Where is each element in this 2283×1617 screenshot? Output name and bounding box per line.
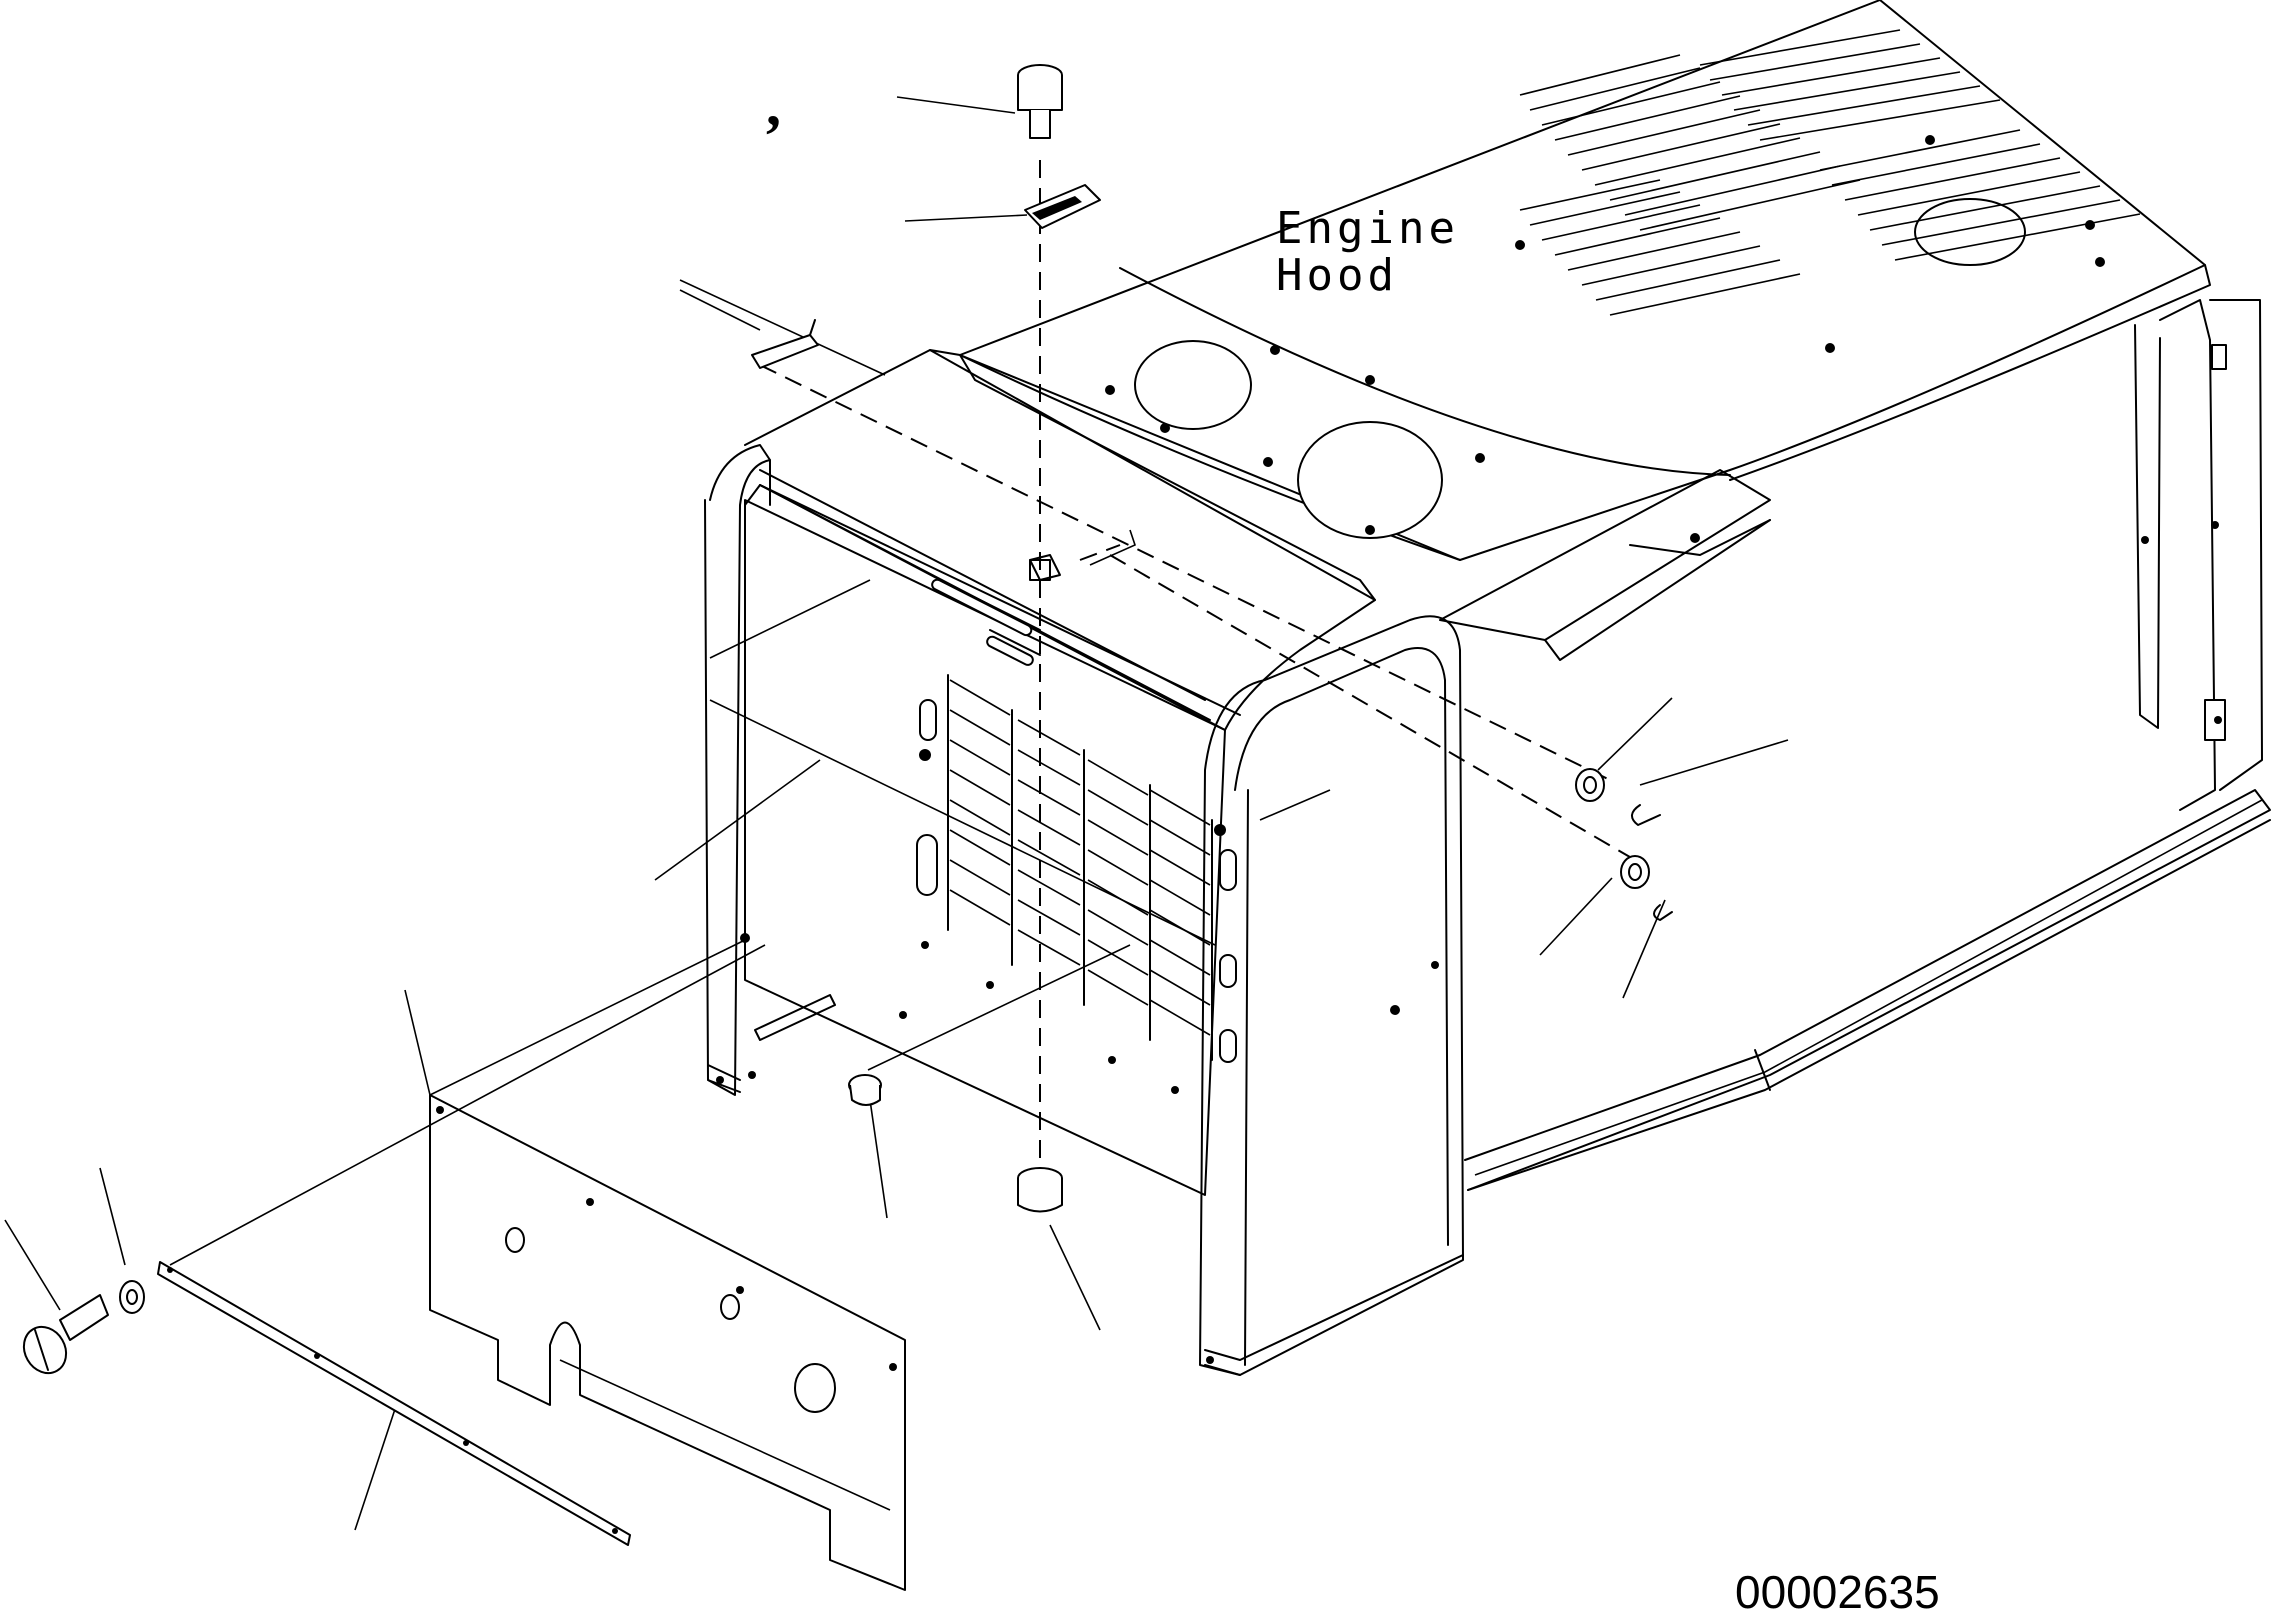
assembly-guide-lines: [4, 96, 1789, 1531]
washer-left: [119, 1280, 145, 1314]
front-top-cover: [744, 349, 1376, 731]
engine-hood-top-panel: Engine Hood: [959, 0, 2211, 561]
washer-lower: [1620, 855, 1650, 889]
latch-clip: [1024, 184, 1101, 229]
hex-bolt-left: [22, 1294, 109, 1375]
hood-louver-rear: [1519, 29, 2141, 261]
bottom-cover-plate: [429, 1094, 906, 1591]
front-grille-panel: [744, 484, 1241, 1196]
hood-round-opening-rear: [1914, 198, 2026, 266]
washer-upper: [1575, 768, 1605, 802]
drawing-number: 00002635: [1735, 1566, 1940, 1617]
bottom-mounting-strip: [157, 1261, 631, 1546]
right-frame-post: [1199, 615, 1464, 1376]
bottom-rail: [1464, 789, 2271, 1191]
cotter-pin-lower: [1653, 904, 1673, 921]
left-frame-post: [704, 444, 836, 1096]
right-side-frame: [1439, 299, 2263, 811]
stray-mark: ,: [766, 72, 781, 138]
bracket-pin: [751, 319, 819, 369]
hood-label-line1: Engine: [1276, 203, 1459, 254]
hood-label-line2: Hood: [1276, 250, 1398, 301]
hood-round-opening-small: [1134, 340, 1252, 430]
cotter-pin-upper: [1631, 804, 1661, 826]
hood-round-opening-large: [1297, 421, 1443, 539]
hood-louver-front: [1519, 179, 1801, 316]
rubber-bushing: [1017, 1167, 1063, 1213]
grille-louvers: [947, 674, 1213, 1061]
stud-bolt: [848, 1074, 882, 1106]
top-bolt: [1017, 64, 1063, 139]
